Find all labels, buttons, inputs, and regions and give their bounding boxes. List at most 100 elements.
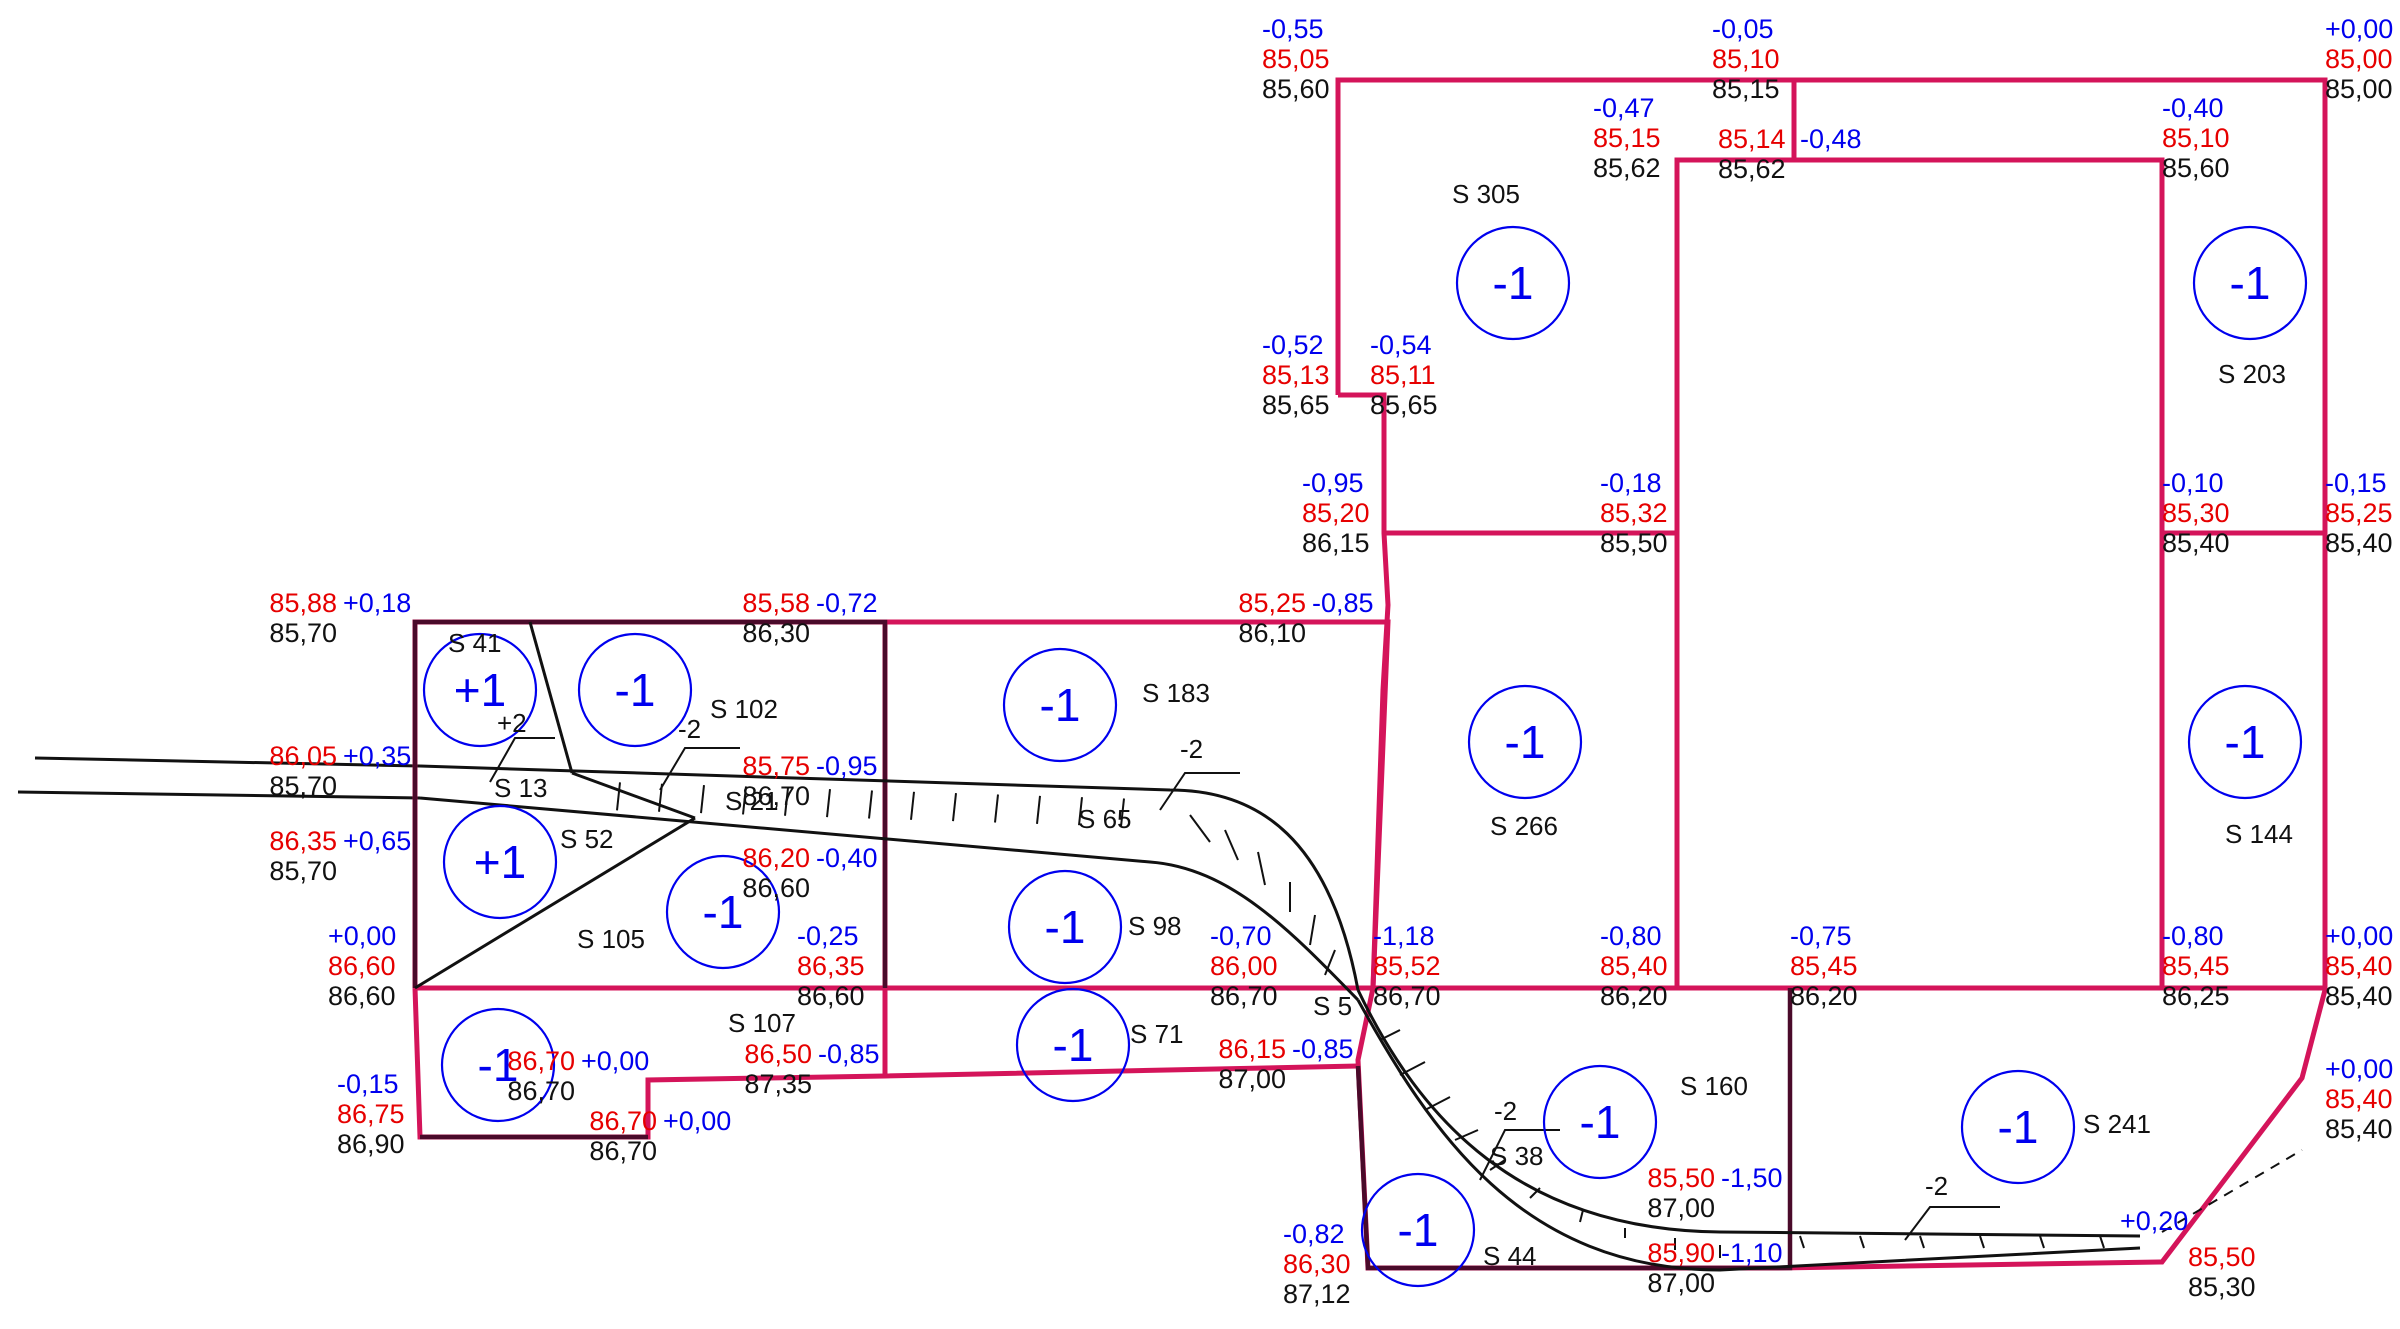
coef-value-102: -1 [615, 664, 656, 716]
elevation-design-1: 85,10 [1712, 44, 1780, 74]
elevation-design-3: 85,15 [1593, 123, 1661, 153]
dark-outline-left-block [412, 619, 888, 988]
slope-value-1: +2 [497, 708, 527, 738]
elevation-diff-1: -0,05 [1712, 14, 1774, 44]
hatch-tick-24 [1529, 1187, 1541, 1199]
elevation-existing-22: 86,70 [1373, 981, 1441, 1011]
hatch-tick-13 [1189, 814, 1211, 843]
road-edge-line-bottom [17, 790, 421, 800]
elevation-design-13: 85,58 [742, 588, 810, 618]
coef-value-160: -1 [1580, 1096, 1621, 1148]
minor-section-label-21: S 21 [725, 786, 779, 816]
coef-circle-203 [2192, 225, 2308, 341]
elevation-existing-12: 85,70 [269, 618, 337, 648]
elevation-diff-11: -0,15 [2325, 468, 2387, 498]
elevation-design-30: 86,75 [337, 1099, 405, 1129]
elevation-existing-19: 86,60 [328, 981, 396, 1011]
elevation-diff-18: -0,40 [816, 843, 878, 873]
hatch-tick-21 [1424, 1096, 1451, 1111]
elevation-design-29: 86,70 [507, 1046, 575, 1076]
elevation-diff-32: +0,00 [2325, 1054, 2393, 1084]
elevation-diff-26: +0,00 [2325, 921, 2393, 951]
hatch-tick-2 [700, 784, 705, 814]
section-label-160: S 160 [1680, 1071, 1748, 1101]
elevation-existing-7: 85,65 [1370, 390, 1438, 420]
elevation-design-7: 85,11 [1370, 360, 1436, 390]
section-label-52: S 52 [560, 824, 614, 854]
section-label-71: S 71 [1130, 1019, 1184, 1049]
elevation-diff-30: -0,15 [337, 1069, 399, 1099]
elevation-design-31: 86,70 [589, 1106, 657, 1136]
section-line-s52 [414, 816, 696, 990]
slope-values: +2 -2 -2 -2 -2 [497, 708, 1948, 1201]
elevation-existing-3: 85,62 [1593, 153, 1661, 183]
slope-leader-2 [659, 747, 740, 791]
elevation-existing-8: 86,15 [1302, 528, 1370, 558]
elevation-existing-13: 86,30 [742, 618, 810, 648]
elevation-design-9: 85,32 [1600, 498, 1668, 528]
section-label-98: S 98 [1128, 911, 1182, 941]
hatch-tick-22 [1454, 1129, 1479, 1141]
coef-value-105: -1 [703, 886, 744, 938]
elevation-design-10: 85,30 [2162, 498, 2230, 528]
hatch-tick-32 [1979, 1235, 1985, 1249]
section-label-203: S 203 [2218, 359, 2286, 389]
minor-section-label-13: S 13 [494, 773, 548, 803]
slope-value-5: -2 [1925, 1171, 1948, 1201]
coef-value-144: -1 [2225, 716, 2266, 768]
elevation-diff-0: -0,55 [1262, 14, 1324, 44]
elevation-design-33: 85,50 [1647, 1163, 1715, 1193]
elevation-design-12: 85,88 [269, 588, 337, 618]
elevation-existing-14: 86,10 [1238, 618, 1306, 648]
hatch-tick-19 [1379, 1029, 1401, 1041]
coef-value-241: -1 [1998, 1101, 2039, 1153]
elevation-existing-9: 85,50 [1600, 528, 1668, 558]
elevation-design-2: 85,00 [2325, 44, 2393, 74]
coef-value-41: +1 [454, 664, 506, 716]
elevation-design-19: 86,60 [328, 951, 396, 981]
elevation-diff-15: +0,35 [343, 741, 411, 771]
section-label-241: S 241 [2083, 1109, 2151, 1139]
minor-section-label-38: S 38 [1490, 1141, 1544, 1171]
elevation-existing-20: 86,60 [797, 981, 865, 1011]
elevation-existing-4: 85,62 [1718, 154, 1786, 184]
elevation-design-34: 85,90 [1647, 1238, 1715, 1268]
elevation-diff-21: -0,70 [1210, 921, 1272, 951]
coef-circle-41 [422, 632, 538, 748]
elevation-design-17: 86,35 [269, 826, 337, 856]
hatch-tick-25 [1579, 1209, 1584, 1223]
minor-section-label-5: S 5 [1313, 991, 1352, 1021]
elevation-design-36: 86,30 [1283, 1249, 1351, 1279]
elevation-diff-5: -0,40 [2162, 93, 2224, 123]
elevation-diff-24: -0,75 [1790, 921, 1852, 951]
elevation-diff-35: +0,20 [2120, 1206, 2188, 1236]
elevation-design-11: 85,25 [2325, 498, 2393, 528]
hatch-tick-12 [1120, 798, 1125, 827]
section-line-s13 [571, 771, 696, 820]
elevation-design-5: 85,10 [2162, 123, 2230, 153]
elevation-existing-24: 86,20 [1790, 981, 1858, 1011]
elevation-design-21: 86,00 [1210, 951, 1278, 981]
coef-value-107: -1 [478, 1039, 519, 1091]
elevation-design-27: 86,50 [744, 1039, 812, 1069]
elevation-existing-36: 87,12 [1283, 1279, 1351, 1309]
hatch-tick-3 [742, 786, 747, 815]
coef-circle-305 [1455, 225, 1571, 341]
elevation-design-35: 85,50 [2188, 1242, 2256, 1272]
hatch-tick-18 [1324, 949, 1336, 976]
elevation-diff-29: +0,00 [581, 1046, 649, 1076]
coef-value-52: +1 [474, 836, 526, 888]
elevation-existing-17: 85,70 [269, 856, 337, 886]
elevation-design-26: 85,40 [2325, 951, 2393, 981]
coefficient-circles [422, 225, 2308, 1288]
elevation-diff-2: +0,00 [2325, 14, 2393, 44]
elevation-diff-20: -0,25 [797, 921, 859, 951]
hatch-tick-10 [1036, 795, 1041, 824]
elevation-diff-31: +0,00 [663, 1106, 731, 1136]
minor-section-label-65: S 65 [1078, 804, 1132, 834]
hatch-tick-17 [1309, 914, 1316, 946]
elevation-diff-27: -0,85 [818, 1039, 880, 1069]
coef-circle-107 [440, 1007, 556, 1123]
hatch-tick-5 [826, 789, 831, 818]
coef-circle-98 [1007, 869, 1123, 985]
